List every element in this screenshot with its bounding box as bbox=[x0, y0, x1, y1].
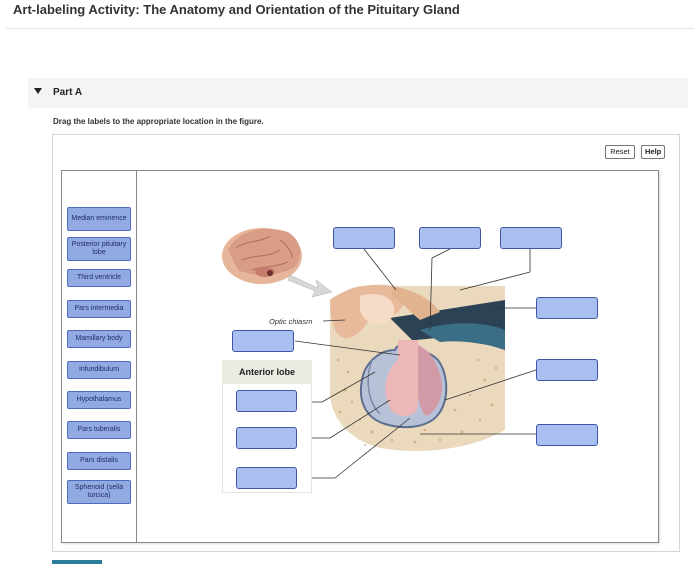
instruction-text: Drag the labels to the appropriate locat… bbox=[53, 117, 264, 126]
progress-indicator bbox=[52, 560, 102, 564]
drop-target-anterior-1[interactable] bbox=[236, 390, 297, 412]
drop-target-top-right[interactable] bbox=[500, 227, 562, 249]
drop-target-top-middle[interactable] bbox=[419, 227, 481, 249]
label-pars-intermedia[interactable]: Pars intermedia bbox=[67, 300, 131, 318]
header-divider bbox=[6, 28, 694, 29]
pituitary-figure: Optic chiasm bbox=[222, 228, 537, 479]
drop-target-left-optic[interactable] bbox=[232, 330, 294, 352]
label-hypothalamus[interactable]: Hypothalamus bbox=[67, 391, 131, 409]
label-third-ventricle[interactable]: Third ventricle bbox=[67, 269, 131, 287]
drop-target-right-3[interactable] bbox=[536, 424, 598, 446]
drop-target-right-2[interactable] bbox=[536, 359, 598, 381]
part-a-header[interactable] bbox=[28, 78, 688, 108]
anterior-lobe-header: Anterior lobe bbox=[222, 360, 312, 384]
reset-button[interactable]: Reset bbox=[605, 145, 635, 159]
optic-chiasm-label: Optic chiasm bbox=[269, 317, 312, 326]
page-title: Art-labeling Activity: The Anatomy and O… bbox=[13, 2, 460, 17]
collapse-caret-icon[interactable] bbox=[34, 88, 42, 94]
palette-divider bbox=[136, 170, 137, 543]
drop-target-anterior-3[interactable] bbox=[236, 467, 297, 489]
label-posterior-pituitary-lobe[interactable]: Posterior pituitary lobe bbox=[67, 237, 131, 261]
help-button[interactable]: Help bbox=[641, 145, 665, 159]
label-pars-tuberalis[interactable]: Pars tuberalis bbox=[67, 421, 131, 439]
label-infundibulum[interactable]: Infundibulum bbox=[67, 361, 131, 379]
label-pars-distalis[interactable]: Pars distalis bbox=[67, 452, 131, 470]
label-sphenoid-sella-turcica[interactable]: Sphenoid (sella turcica) bbox=[67, 480, 131, 504]
drop-target-top-left[interactable] bbox=[333, 227, 395, 249]
label-median-eminence[interactable]: Median eminence bbox=[67, 207, 131, 231]
drop-target-anterior-2[interactable] bbox=[236, 427, 297, 449]
part-label: Part A bbox=[53, 87, 83, 98]
label-mamillary-body[interactable]: Mamillary body bbox=[67, 330, 131, 348]
drop-target-right-1[interactable] bbox=[536, 297, 598, 319]
